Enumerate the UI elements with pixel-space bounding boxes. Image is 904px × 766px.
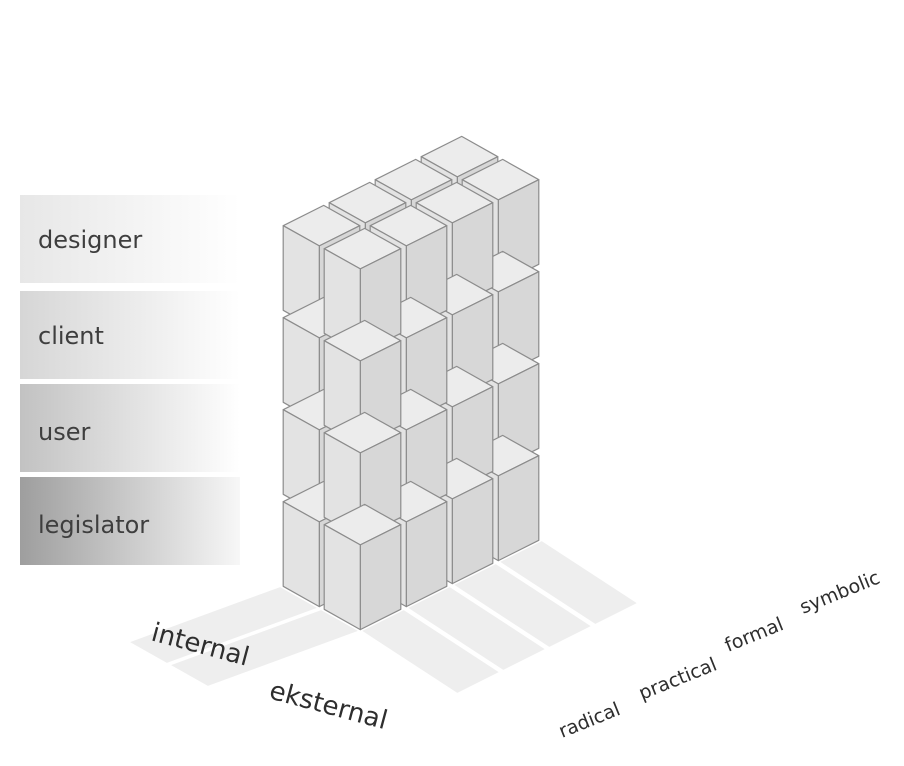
floor-tile-column-1 [408,587,545,670]
cube-grid [282,135,540,631]
row-band-background [20,384,240,472]
row-band-background [20,195,240,283]
floor-tile-column-3 [500,541,637,624]
row-band-designer: designer [20,195,240,283]
row-band-background [20,291,240,379]
floor-tile-column-2 [454,564,591,647]
floor-tile-column-0 [362,610,499,693]
column-label-formal: formal [722,613,787,656]
row-label-user: user [38,418,90,446]
row-band-legislator: legislator [20,477,240,565]
column-label-practical: practical [636,653,720,704]
cube-side-face [323,524,361,631]
cube-cell [323,503,402,631]
row-band-user: user [20,384,240,472]
cube-side-face [282,501,320,608]
column-label-radical: radical [556,698,624,742]
floor-tiles [130,541,637,693]
row-label-bands: designer client user legislator [20,195,240,565]
floor-tile-depth-0 [171,610,358,686]
row-band-client: client [20,291,240,379]
row-label-client: client [38,322,104,350]
floor-tile-depth-1 [130,587,317,663]
depth-label-eksternal: eksternal [266,676,390,736]
row-label-designer: designer [38,226,142,254]
row-band-background [20,477,240,565]
row-label-legislator: legislator [38,511,149,539]
column-label-symbolic: symbolic [797,567,883,619]
